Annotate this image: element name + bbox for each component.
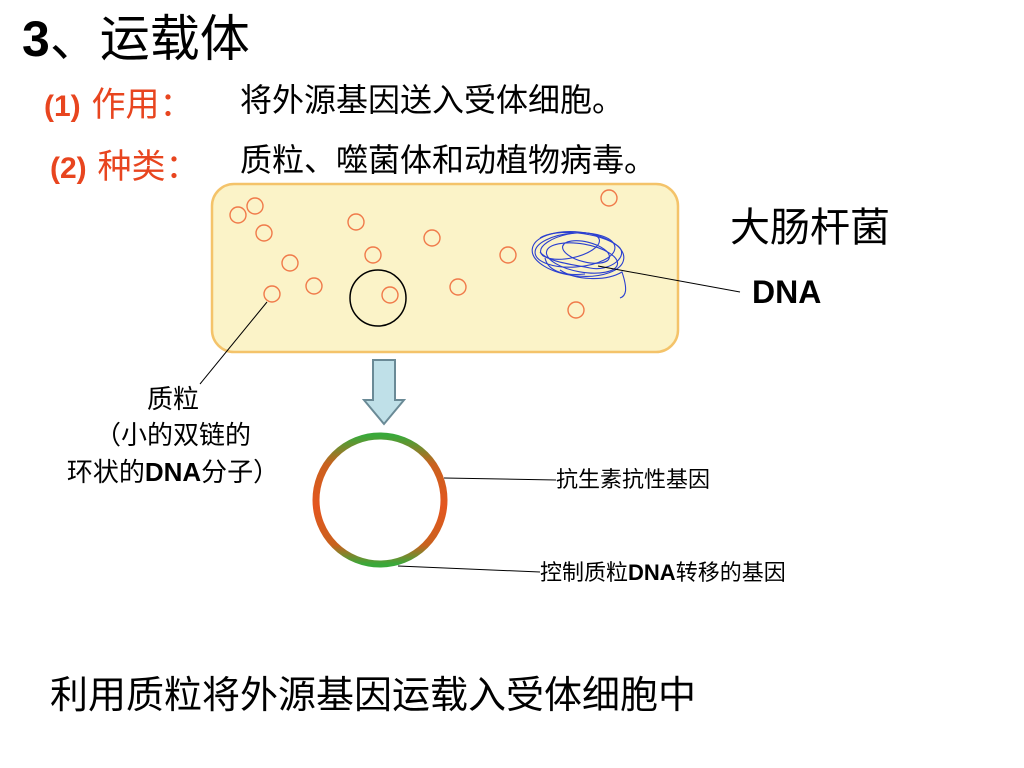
- highlighted-plasmid: [349, 269, 407, 327]
- small-plasmid: [449, 278, 467, 296]
- small-plasmid: [600, 189, 618, 207]
- types-text: 质粒、噬菌体和动植物病毒。: [240, 141, 657, 179]
- plasmid-label: 质粒 （小的双链的 环状的DNA分子）: [48, 382, 298, 491]
- bacterium-cell: [210, 182, 680, 354]
- small-plasmid: [246, 197, 264, 215]
- page-title: 3、运载体: [22, 10, 250, 68]
- ecoli-label: 大肠杆菌: [730, 205, 890, 251]
- plasmid-ring: [312, 432, 448, 568]
- small-plasmid: [381, 286, 399, 304]
- small-plasmid: [255, 224, 273, 242]
- down-arrow: [361, 359, 407, 426]
- plasmid-label-line1: 质粒: [146, 385, 199, 415]
- resistance-gene-leader: [443, 477, 557, 481]
- control-gene-leader: [397, 565, 541, 573]
- dna-label: DNA: [752, 274, 822, 310]
- small-plasmid: [263, 285, 281, 303]
- resistance-gene-label: 抗生素抗性基因: [556, 468, 711, 493]
- dna-leader-line: [597, 265, 741, 293]
- small-plasmid: [229, 206, 247, 224]
- chromosome-dna: [531, 231, 627, 299]
- small-plasmids: [229, 189, 618, 319]
- plasmid-label-line3: 环状的DNA分子）: [66, 457, 280, 488]
- small-plasmid: [567, 301, 585, 319]
- small-plasmid: [364, 246, 382, 264]
- small-plasmid: [281, 254, 299, 272]
- function-label: (1) 作用：: [44, 85, 194, 125]
- function-text: 将外源基因送入受体细胞。: [240, 81, 625, 119]
- control-gene-label: 控制质粒DNA转移的基因: [540, 560, 786, 586]
- small-plasmid: [305, 277, 323, 295]
- small-plasmid: [347, 213, 365, 231]
- conclusion-text: 利用质粒将外源基因运载入受体细胞中: [50, 673, 697, 717]
- small-plasmid: [423, 229, 441, 247]
- plasmid-label-line2: （小的双链的: [94, 421, 251, 451]
- plasmid-leader-line: [199, 301, 268, 385]
- small-plasmid: [499, 246, 517, 264]
- types-label: (2) 种类：: [50, 147, 200, 187]
